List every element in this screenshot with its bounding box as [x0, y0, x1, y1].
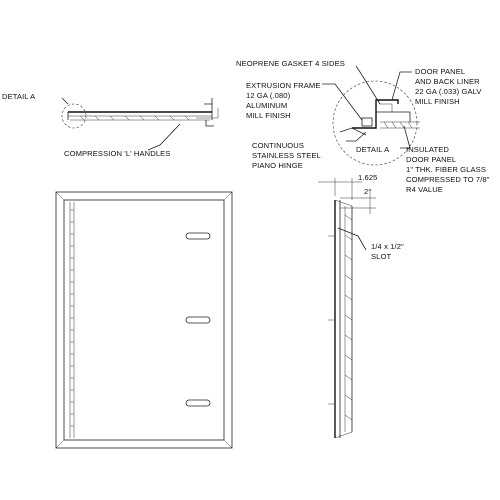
extrusion-frame-line-1: EXTRUSION FRAME	[246, 81, 321, 90]
insulated-panel-line-4: COMPRESSED TO 7/8"	[406, 175, 490, 184]
door-panel-line-2: AND BACK LINER	[415, 77, 480, 86]
side-section-view	[318, 178, 376, 439]
detail-a-circle	[61, 103, 87, 129]
front-elevation-view	[55, 191, 233, 449]
slot-size-line-2: SLOT	[371, 252, 391, 261]
piano-hinge	[69, 202, 75, 438]
insulation-hatch	[79, 115, 190, 121]
insulated-panel-line-5: R4 VALUE	[406, 185, 443, 194]
handle-offset-dim: 2"	[364, 187, 371, 196]
overall-depth-dim: 1.625	[358, 173, 378, 182]
detail-a-right-label: DETAIL A	[356, 145, 390, 154]
insulated-panel-line-2: DOOR PANEL	[406, 155, 456, 164]
side-hatch	[344, 214, 353, 421]
handle-middle	[185, 316, 211, 324]
compression-handles-label: COMPRESSION 'L' HANDLES	[64, 149, 170, 158]
detail-a-enlarged-circle	[332, 80, 418, 166]
piano-hinge-line-3: PIANO HINGE	[252, 161, 303, 170]
handle-bottom	[185, 399, 211, 407]
neoprene-gasket-label: NEOPRENE GASKET 4 SIDES	[236, 59, 345, 68]
piano-hinge-line-2: STAINLESS STEEL	[252, 151, 321, 160]
outer-frame	[55, 191, 233, 449]
inner-frame	[63, 199, 225, 441]
detail-a-view	[322, 65, 420, 166]
extrusion-frame-line-2: 12 GA (.080)	[246, 91, 291, 100]
extrusion-frame-line-4: MILL FINISH	[246, 111, 291, 120]
door-panel-line-3: 22 GA (.033) GALV	[415, 87, 482, 96]
door-panel-line-4: MILL FINISH	[415, 97, 460, 106]
door-panel-line-1: DOOR PANEL	[415, 67, 465, 76]
piano-hinge-line-1: CONTINUOUS	[252, 141, 304, 150]
insulated-panel-line-3: 1" THK. FIBER GLASS	[406, 165, 486, 174]
extrusion-frame-line-3: ALUMINUM	[246, 101, 287, 110]
plan-section-view	[61, 97, 219, 151]
slot-size-line-1: 1/4 x 1/2"	[371, 242, 404, 251]
detail-a-left-label: DETAIL A	[2, 92, 36, 101]
handle-top	[185, 232, 211, 240]
insulated-panel-line-1: INSULATED	[406, 145, 449, 154]
